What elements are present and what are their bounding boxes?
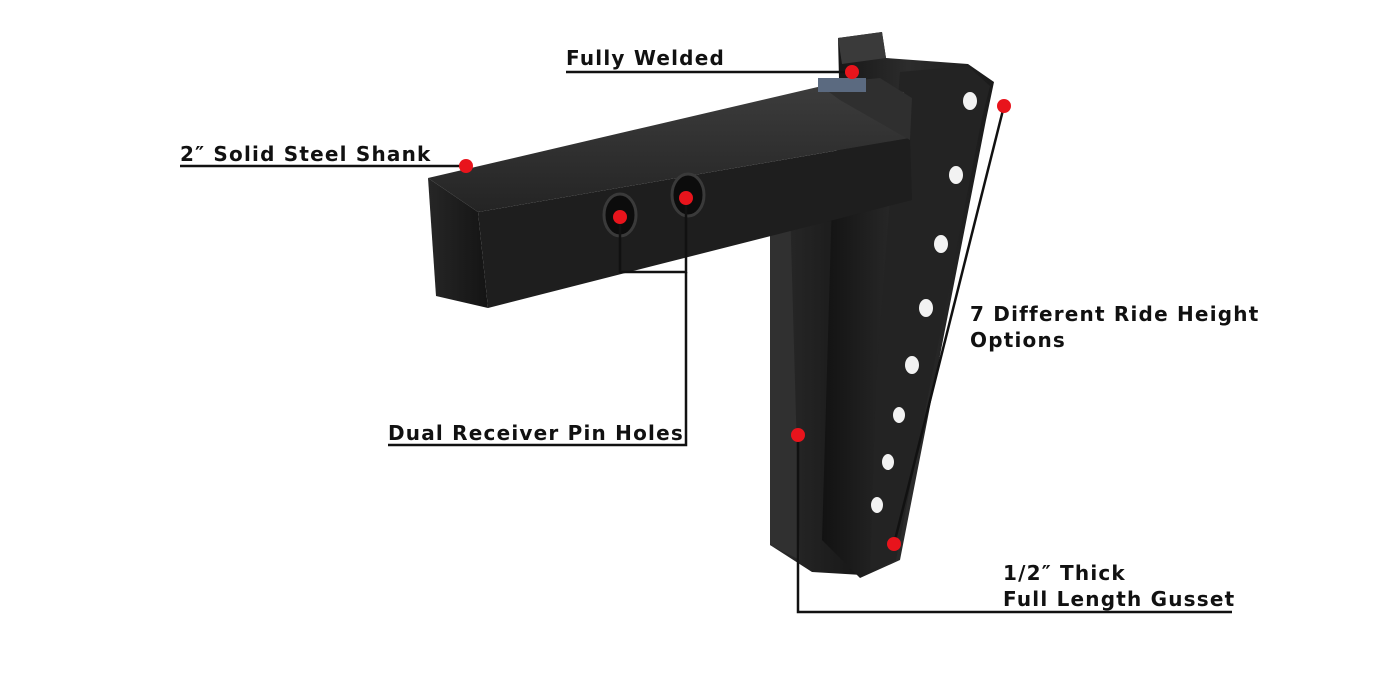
height-hole [963,92,977,110]
gusset-edge [770,204,800,560]
callout-markers [459,65,1011,551]
shank-side [478,138,912,308]
callout-shank: 2″ Solid Steel Shank [180,142,432,166]
marker-gusset [791,428,805,442]
leader-pins-drop [388,272,688,447]
callout-ride-height-line1: 7 Different Ride Height [970,302,1260,326]
leader-pins [618,198,688,274]
callout-gusset-line1: 1/2″ Thick [1003,561,1126,585]
shank-end [428,178,488,308]
callout-ride-height: 7 Different Ride Height Options [970,301,1259,353]
callout-pin-holes: Dual Receiver Pin Holes [388,421,684,445]
height-holes [871,92,977,513]
height-hole [905,356,919,374]
callout-fully-welded: Fully Welded [566,46,725,70]
callout-gusset: 1/2″ Thick Full Length Gusset [1003,560,1235,612]
height-hole [919,299,933,317]
marker-height-top [997,99,1011,113]
height-hole [949,166,963,184]
marker-pin-left [613,210,627,224]
height-hole [934,235,948,253]
height-hole [893,407,905,423]
callout-ride-height-line2: Options [970,328,1067,352]
marker-height-bottom [887,537,901,551]
leader-height [892,105,1006,545]
shank-weld-band [818,78,912,140]
shank-top [428,86,910,212]
marker-pin-right [679,191,693,205]
height-hole [871,497,883,513]
marker-welded [845,65,859,79]
height-hole [882,454,894,470]
drop-post-top-cap [838,32,886,64]
leader-lines [180,70,1232,614]
callout-gusset-line2: Full Length Gusset [1003,587,1236,611]
shank-sticker [818,78,866,92]
marker-shank [459,159,473,173]
leader-gusset [796,435,1232,614]
